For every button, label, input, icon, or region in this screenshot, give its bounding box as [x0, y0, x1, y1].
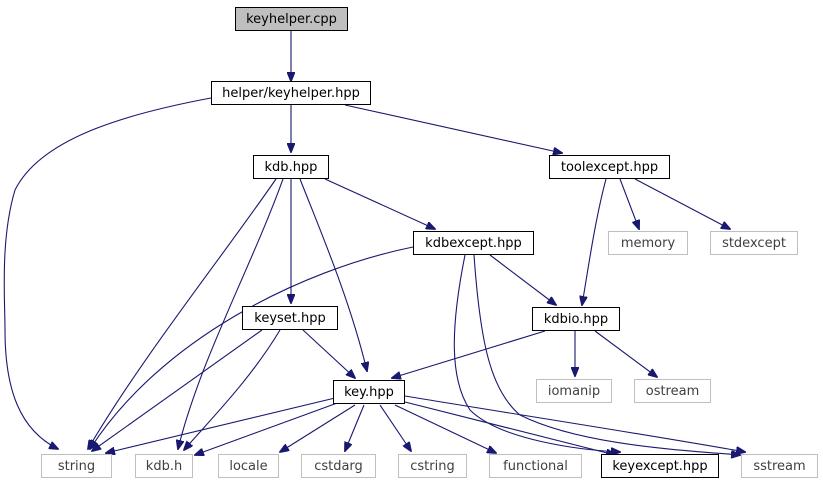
- node-string[interactable]: string: [41, 454, 112, 478]
- edge-toolexcept-hpp-to-memory: [619, 178, 639, 229]
- edge-kdb-hpp-to-string: [88, 178, 277, 449]
- node-keyexcept-hpp[interactable]: keyexcept.hpp: [601, 454, 719, 478]
- node-stdexcept[interactable]: stdexcept: [710, 231, 798, 255]
- edge-toolexcept-hpp-to-stdexcept: [634, 178, 730, 229]
- node-toolexcept-hpp[interactable]: toolexcept.hpp: [549, 155, 670, 179]
- edge-key-hpp-to-locale: [280, 404, 356, 452]
- edge-kdbexcept-hpp-to-sstream: [473, 254, 740, 455]
- node-sstream[interactable]: sstream: [741, 454, 818, 478]
- edge-kdbio-hpp-to-ostream: [594, 330, 657, 377]
- node-kdb-hpp[interactable]: kdb.hpp: [253, 155, 329, 179]
- edge-kdbexcept-hpp-to-keyexcept-hpp: [453, 254, 620, 452]
- edge-kdbio-hpp-to-key-hpp: [392, 330, 546, 378]
- node-memory[interactable]: memory: [608, 231, 688, 255]
- node-keyset-hpp[interactable]: keyset.hpp: [242, 306, 338, 330]
- node-kdbio-hpp[interactable]: kdbio.hpp: [532, 307, 620, 331]
- edge-helper-keyhelper-hpp-to-toolexcept-hpp: [344, 104, 562, 153]
- edge-key-hpp-to-kdb-h: [195, 401, 341, 455]
- node-cstring[interactable]: cstring: [398, 454, 467, 478]
- node-cstdarg[interactable]: cstdarg: [301, 454, 376, 478]
- edge-kdb-hpp-to-kdb-h: [178, 178, 284, 449]
- edge-helper-keyhelper-hpp-to-string: [3, 97, 212, 449]
- edge-key-hpp-to-keyexcept-hpp: [404, 401, 615, 455]
- edge-key-hpp-to-sstream: [404, 395, 745, 452]
- node-locale[interactable]: locale: [218, 454, 279, 478]
- edge-keyset-hpp-to-kdb-h: [184, 329, 281, 450]
- edge-kdb-hpp-to-key-hpp: [299, 178, 367, 371]
- node-helper-keyhelper-hpp[interactable]: helper/keyhelper.hpp: [211, 81, 371, 105]
- edge-kdbexcept-hpp-to-kdbio-hpp: [489, 254, 556, 305]
- edge-toolexcept-hpp-to-kdbio-hpp: [582, 178, 607, 305]
- node-functional[interactable]: functional: [489, 454, 582, 478]
- node-key-hpp[interactable]: key.hpp: [333, 380, 405, 404]
- edge-key-hpp-to-functional: [394, 404, 496, 453]
- edge-key-hpp-to-cstring: [379, 404, 411, 451]
- node-kdbexcept-hpp[interactable]: kdbexcept.hpp: [413, 231, 534, 255]
- edge-key-hpp-to-cstdarg: [345, 404, 365, 451]
- edge-keyset-hpp-to-string: [92, 329, 263, 451]
- edge-kdb-hpp-to-kdbexcept-hpp: [324, 178, 435, 229]
- node-ostream[interactable]: ostream: [634, 379, 711, 403]
- edge-keyset-hpp-to-key-hpp: [302, 329, 355, 378]
- node-kdb-h[interactable]: kdb.h: [135, 454, 193, 478]
- edge-key-hpp-to-string: [106, 397, 336, 453]
- node-iomanip[interactable]: iomanip: [536, 379, 612, 403]
- node-keyhelper-cpp[interactable]: keyhelper.cpp: [235, 7, 348, 31]
- edge-kdbexcept-hpp-to-string: [90, 246, 414, 449]
